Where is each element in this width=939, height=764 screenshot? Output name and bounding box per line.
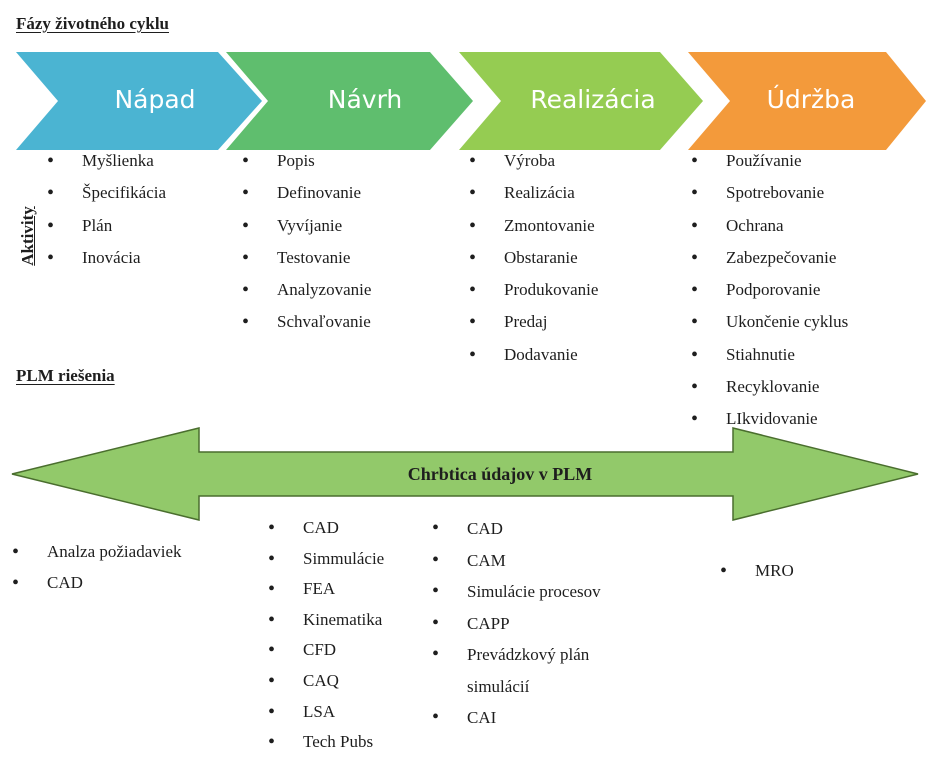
phase-label-navrh: Návrh xyxy=(327,85,403,114)
activity-item: Stiahnutie xyxy=(686,339,848,372)
activity-item: Realizácia xyxy=(464,177,598,210)
activity-item: Špecifikácia xyxy=(42,177,166,210)
realizacia-chevron xyxy=(459,52,703,150)
activity-item: Inovácia xyxy=(42,242,166,275)
solutions-realizacia: CAD CAM Simulácie procesov CAPP Prevádzk… xyxy=(430,513,601,734)
solution-item: LSA xyxy=(266,697,384,728)
solution-item: CAM xyxy=(430,545,601,577)
solution-item: CAD xyxy=(430,513,601,545)
double-arrow-shape xyxy=(11,427,919,521)
solution-item: Simmulácie xyxy=(266,544,384,575)
solution-item: FEA xyxy=(266,574,384,605)
phase-label-udrzba: Údržba xyxy=(766,85,856,114)
activity-item: Ochrana xyxy=(686,210,848,243)
activity-item: Schvaľovanie xyxy=(237,306,371,339)
solution-item: Tech Pubs xyxy=(266,727,384,758)
activity-item: Testovanie xyxy=(237,242,371,275)
activity-item: Recyklovanie xyxy=(686,371,848,404)
activity-item: Podporovanie xyxy=(686,274,848,307)
activity-item: Myšlienka xyxy=(42,145,166,178)
activity-item: LIkvidovanie xyxy=(686,403,848,436)
solutions-udrzba: MRO xyxy=(718,556,794,587)
activity-item: Popis xyxy=(237,145,371,178)
navrh-activities: Popis Definovanie Vyvíjanie Testovanie A… xyxy=(237,145,371,339)
phase-label-realizacia: Realizácia xyxy=(530,85,656,114)
solution-item: CAQ xyxy=(266,666,384,697)
activity-item: Predaj xyxy=(464,306,598,339)
plm-solutions-heading: PLM riešenia xyxy=(16,366,115,385)
activity-item: Obstaranie xyxy=(464,242,598,275)
napad-activities: Myšlienka Špecifikácia Plán Inovácia xyxy=(42,145,166,274)
solution-item: Prevádzkový plán xyxy=(430,639,601,671)
activity-item: Spotrebovanie xyxy=(686,177,848,210)
solutions-napad: Analza požiadaviek CAD xyxy=(10,537,182,598)
solution-item: Kinematika xyxy=(266,605,384,636)
realizacia-activities: Výroba Realizácia Zmontovanie Obstaranie… xyxy=(464,145,598,371)
napad-chevron xyxy=(16,52,262,150)
solutions-navrh: CAD Simmulácie FEA Kinematika CFD CAQ LS… xyxy=(266,513,384,758)
phase-chevrons xyxy=(16,52,926,150)
solution-item: MRO xyxy=(718,556,794,587)
solution-item: CFD xyxy=(266,635,384,666)
udrzba-activities: Používanie Spotrebovanie Ochrana Zabezpe… xyxy=(686,145,848,436)
udrzba-chevron xyxy=(688,52,926,150)
activity-item: Plán xyxy=(42,210,166,243)
solution-item: Analza požiadaviek xyxy=(10,537,182,568)
solution-item: CAI xyxy=(430,702,601,734)
data-spine-label: Chrbtica údajov v PLM xyxy=(407,464,593,484)
solution-item: CAD xyxy=(10,568,182,599)
activity-item: Používanie xyxy=(686,145,848,178)
solution-item: CAD xyxy=(266,513,384,544)
solution-item: Simulácie procesov xyxy=(430,576,601,608)
activity-item: Výroba xyxy=(464,145,598,178)
activity-item: Vyvíjanie xyxy=(237,210,371,243)
solution-item-continuation: simulácií xyxy=(467,676,530,696)
navrh-chevron xyxy=(226,52,473,150)
solution-item: CAPP xyxy=(430,608,601,640)
activity-item: Ukončenie cyklus xyxy=(686,306,848,339)
activity-item: Dodavanie xyxy=(464,339,598,372)
phase-label-napad: Nápad xyxy=(114,85,196,114)
activity-item: Zabezpečovanie xyxy=(686,242,848,275)
activity-item: Zmontovanie xyxy=(464,210,598,243)
phases-heading: Fázy životného cyklu xyxy=(16,14,169,33)
activity-item: Definovanie xyxy=(237,177,371,210)
activity-item: Produkovanie xyxy=(464,274,598,307)
activity-item: Analyzovanie xyxy=(237,274,371,307)
